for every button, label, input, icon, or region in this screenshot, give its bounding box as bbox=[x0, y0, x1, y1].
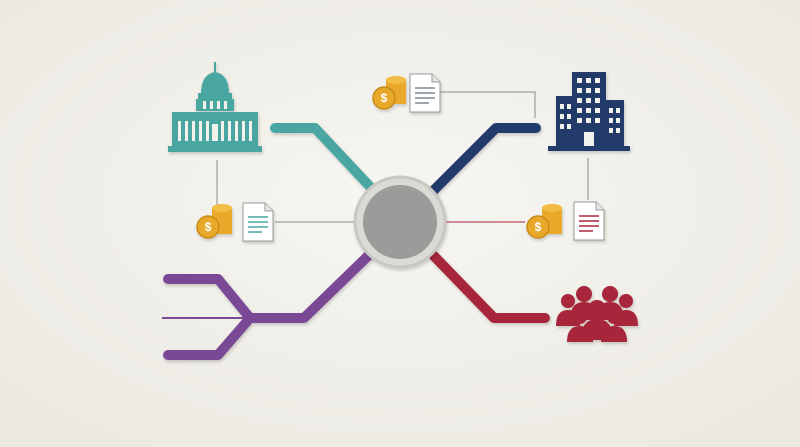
document-icon bbox=[242, 202, 274, 242]
connector-top-flow bbox=[440, 91, 536, 118]
teal-branch bbox=[270, 123, 380, 197]
coin-stack-icon: $ bbox=[196, 204, 232, 239]
svg-text:$: $ bbox=[205, 220, 212, 234]
people-group-icon bbox=[556, 286, 638, 342]
connector-lines bbox=[216, 91, 589, 223]
document-icon bbox=[409, 73, 441, 113]
office-building-icon bbox=[548, 72, 630, 151]
capitol-building-icon bbox=[168, 62, 262, 152]
coin-stack-icon: $ bbox=[372, 76, 406, 110]
central-hub bbox=[353, 175, 447, 269]
document-icon bbox=[573, 201, 605, 241]
svg-text:$: $ bbox=[535, 220, 542, 234]
svg-text:$: $ bbox=[381, 91, 388, 105]
crimson-branch bbox=[429, 251, 550, 323]
purple-branch-lower bbox=[163, 313, 255, 360]
navy-branch bbox=[427, 123, 541, 197]
coin-stack-icon: $ bbox=[526, 204, 562, 239]
